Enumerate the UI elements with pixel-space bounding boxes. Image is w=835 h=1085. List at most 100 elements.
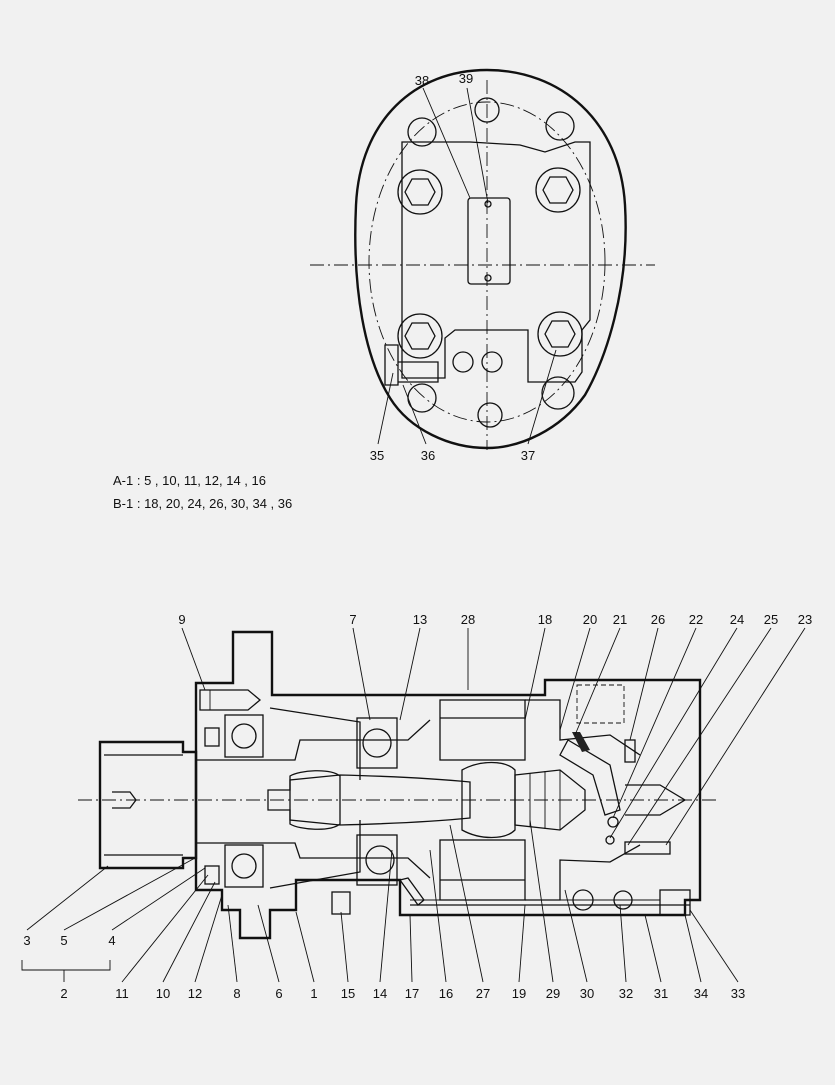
leader-24: [609, 627, 738, 839]
gerotor-upper: [439, 699, 526, 761]
label-17: 17: [405, 986, 419, 1001]
leader-22: [612, 627, 697, 819]
check-ball-right: [613, 890, 633, 910]
label-32: 32: [619, 986, 633, 1001]
end-cover-top: [525, 699, 641, 756]
pin-17: [398, 877, 425, 906]
hex-bolt-tl: [397, 169, 443, 215]
top-view-outline: [354, 68, 627, 450]
plate-hole-bottom: [484, 274, 492, 282]
label-3: 3: [23, 933, 30, 948]
leader-29: [529, 819, 554, 983]
leader-16: [429, 849, 447, 983]
leader-9: [181, 627, 206, 691]
center-plate: [467, 197, 511, 285]
label-29: 29: [546, 986, 560, 1001]
label-28: 28: [461, 612, 475, 627]
outer-hole-bottom: [477, 402, 503, 428]
port-right: [481, 351, 503, 373]
valve-port: [576, 684, 625, 724]
leader-26: [629, 627, 659, 741]
leader-10: [162, 881, 216, 983]
screw-15: [331, 891, 351, 915]
leader-5: [63, 857, 196, 931]
label-18: 18: [538, 612, 552, 627]
label-6: 6: [275, 986, 282, 1001]
leader-27: [449, 824, 484, 983]
label-10: 10: [156, 986, 170, 1001]
label-25: 25: [764, 612, 778, 627]
leader-13: [399, 627, 421, 721]
leader-33: [689, 909, 739, 983]
screw-23: [624, 841, 671, 855]
label-23: 23: [798, 612, 812, 627]
label-30: 30: [580, 986, 594, 1001]
inner-bore-bottom: [196, 842, 431, 879]
bearing-left-bottom: [224, 844, 264, 888]
leader-20: [559, 627, 591, 731]
label-15: 15: [341, 986, 355, 1001]
label-12: 12: [188, 986, 202, 1001]
hex-bolt-br: [537, 311, 583, 357]
outer-hole-tl: [407, 117, 437, 147]
outer-hole-top: [474, 97, 500, 123]
label-11: 11: [115, 986, 129, 1001]
gerotor-lower: [439, 839, 526, 901]
outer-hole-tr: [545, 111, 575, 141]
inner-bore-top: [196, 719, 431, 761]
seal-ring-top: [204, 727, 220, 747]
output-housing: [98, 740, 198, 870]
kit-legend: A-1 : 5 , 10, 11, 12, 14 , 16 B-1 : 18, …: [113, 473, 292, 511]
leader-14: [379, 849, 393, 983]
label-8: 8: [233, 986, 240, 1001]
leader-8: [227, 904, 238, 983]
outer-hole-br: [541, 376, 575, 410]
label-27: 27: [476, 986, 490, 1001]
balance-plate: [559, 739, 621, 816]
spline-head-left: [289, 770, 341, 830]
section-view: 9 7 13 28 18 20 21 26 22 24 25 23 3 5 4 …: [21, 612, 812, 1001]
spline-head-right: [461, 761, 516, 839]
hex-bolt-bl: [397, 313, 443, 359]
leader-12: [194, 894, 223, 983]
label-35: 35: [370, 448, 384, 463]
label-20: 20: [583, 612, 597, 627]
leader-1: [295, 911, 315, 983]
label-2: 2: [60, 986, 67, 1001]
leader-23: [665, 627, 806, 846]
housing-outline: [194, 630, 702, 940]
leader-38: [422, 87, 471, 199]
leader-11: [121, 874, 209, 983]
label-9: 9: [178, 612, 185, 627]
tie-bolt-head: [659, 889, 691, 916]
top-view: 38 39 35 36 37: [310, 68, 655, 463]
legend-line-2: B-1 : 18, 20, 24, 26, 30, 34 , 36: [113, 496, 292, 511]
leader-17: [409, 914, 413, 983]
label-21: 21: [613, 612, 627, 627]
check-ball-left: [572, 889, 594, 911]
leader-25: [627, 627, 772, 846]
top-view-flange: [401, 141, 591, 383]
label-26: 26: [651, 612, 665, 627]
label-13: 13: [413, 612, 427, 627]
label-39: 39: [459, 71, 473, 86]
leader-36: [402, 384, 427, 445]
label-14: 14: [373, 986, 387, 1001]
hex-bolt-tr: [535, 167, 581, 213]
label-19: 19: [512, 986, 526, 1001]
leader-37: [527, 349, 557, 445]
leader-31: [644, 914, 662, 983]
label-16: 16: [439, 986, 453, 1001]
leader-3: [26, 865, 109, 931]
label-33: 33: [731, 986, 745, 1001]
label-34: 34: [694, 986, 708, 1001]
leader-30: [564, 889, 588, 983]
leader-15: [340, 911, 349, 983]
leader-6: [257, 904, 280, 983]
leader-7: [352, 627, 371, 721]
label-1: 1: [310, 986, 317, 1001]
label-36: 36: [421, 448, 435, 463]
label-5: 5: [60, 933, 67, 948]
